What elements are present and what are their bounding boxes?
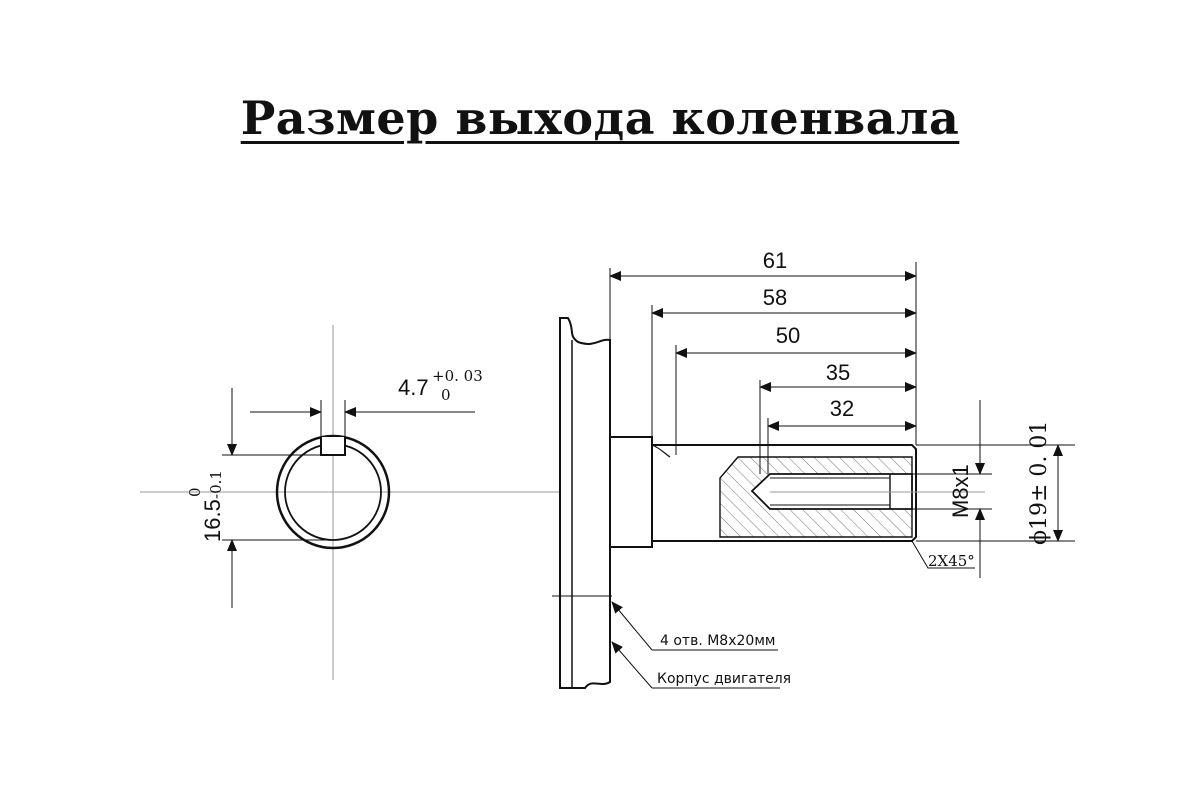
- dim-label-50: 50: [776, 323, 800, 348]
- shaft-outer-circle: [275, 434, 391, 550]
- section-view: [140, 325, 560, 680]
- dim-label-35: 35: [826, 360, 850, 385]
- key-width-tol-lower: 0: [441, 386, 451, 404]
- shaft-view: [552, 262, 1075, 689]
- key-width-label: 4.7: [398, 375, 429, 400]
- shaft-fillet: [651, 444, 671, 458]
- key-width-tol-upper: +0. 03: [432, 367, 483, 385]
- dim-label-61: 61: [763, 248, 787, 273]
- chamfer-leader: [911, 540, 975, 569]
- key-depth-tol-lower: -0.1: [207, 470, 225, 499]
- holes-note: 4 отв. М8х20мм: [660, 633, 775, 649]
- key-depth-label: 16.5: [200, 499, 225, 542]
- dim-label-58: 58: [763, 285, 787, 310]
- engine-housing: [559, 317, 611, 689]
- key-depth-tol-upper: 0: [186, 487, 204, 497]
- thread-label: M8x1: [948, 464, 973, 518]
- diameter-label: ϕ19± 0. 01: [1027, 421, 1052, 545]
- key-depth-label-group: 16.5 0 -0.1: [186, 470, 225, 542]
- housing-note: Корпус двигателя: [657, 671, 791, 687]
- chamfer-label: 2X45°: [928, 552, 975, 570]
- housing-leader: [611, 641, 653, 689]
- keyway-notch: [320, 437, 346, 456]
- shaft-shoulder: [609, 436, 653, 548]
- page-title-text: Размер выхода коленвала: [240, 91, 960, 145]
- page-title: Размер выхода коленвала: [0, 92, 1200, 145]
- dim-label-32: 32: [830, 396, 854, 421]
- holes-leader: [611, 601, 653, 651]
